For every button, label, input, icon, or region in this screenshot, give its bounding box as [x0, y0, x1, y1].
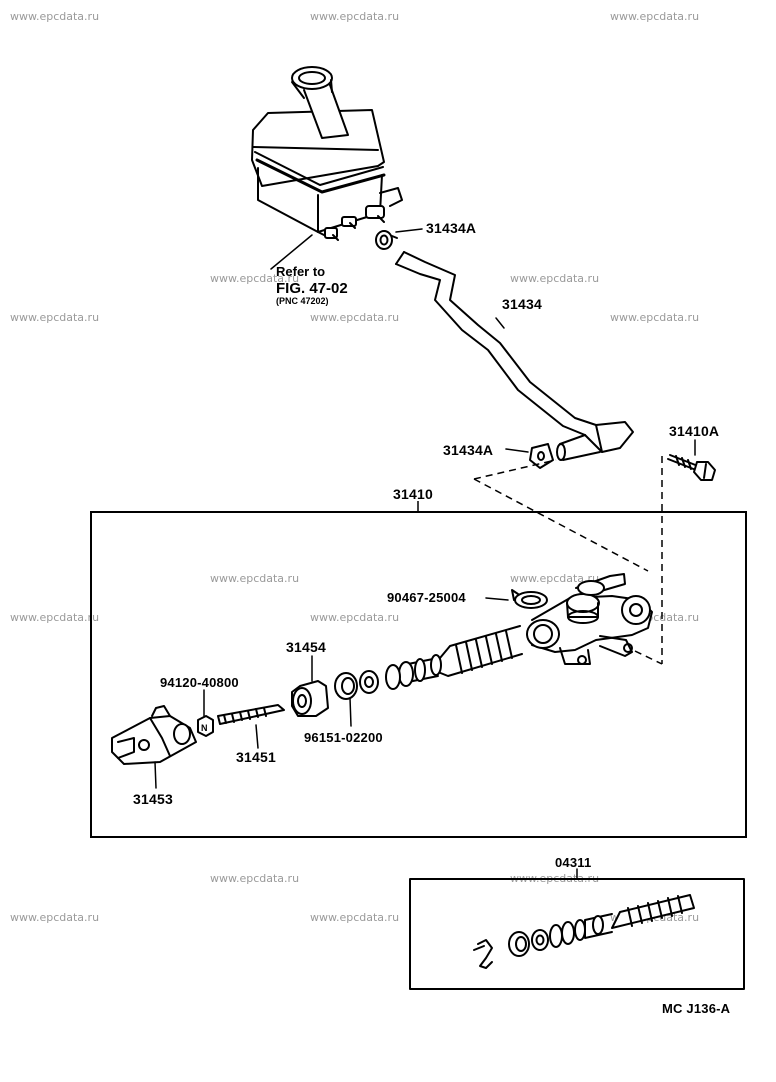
watermark: www.epcdata.ru: [210, 872, 300, 885]
reference-line2: FIG. 47-02: [276, 280, 348, 297]
push-rod: [217, 704, 285, 725]
part-label-96151-02200: 96151-02200: [304, 730, 383, 745]
union-bolt: [667, 454, 716, 481]
part-label-31453: 31453: [133, 791, 173, 807]
watermark: www.epcdata.ru: [210, 272, 300, 285]
part-label-04311: 04311: [555, 855, 592, 870]
part-label-31434A-lower: 31434A: [443, 442, 494, 458]
part-label-31454: 31454: [286, 639, 326, 655]
hose-clamp-inner: [511, 589, 548, 609]
reservoir-hose: [395, 251, 634, 461]
reservoir-fittings: [317, 205, 385, 241]
watermark: www.epcdata.ru: [10, 311, 100, 324]
part-label-31410A: 31410A: [669, 423, 720, 439]
watermark: www.epcdata.ru: [310, 611, 400, 624]
kit-washer: [531, 929, 549, 951]
part-label-31410: 31410: [393, 486, 433, 502]
hose-clamp-lower: [529, 443, 554, 469]
washer-a: [359, 670, 379, 694]
watermark: www.epcdata.ru: [510, 572, 600, 585]
clevis: [111, 705, 197, 765]
watermark: www.epcdata.ru: [210, 572, 300, 585]
lock-nut: [197, 715, 214, 737]
watermark: www.epcdata.ru: [510, 272, 600, 285]
boot: [291, 680, 329, 717]
hose-clamp-top: [375, 230, 398, 250]
reference-line3: (PNC 47202): [276, 296, 329, 306]
watermark: www.epcdata.ru: [310, 10, 400, 23]
figure-code: MC J136-A: [662, 1001, 731, 1016]
reference-line1: Refer to: [276, 264, 326, 279]
watermark: www.epcdata.ru: [310, 311, 400, 324]
master-cylinder-body: [526, 573, 653, 665]
watermark: www.epcdata.ru: [610, 311, 700, 324]
kit-piston: [549, 894, 695, 948]
watermark: www.epcdata.ru: [10, 911, 100, 924]
reservoir-neck: [291, 66, 349, 139]
part-label-31434A-top: 31434A: [426, 220, 477, 236]
dashed-guides: [473, 456, 663, 665]
svg-text:N: N: [201, 723, 208, 733]
reservoir-tank: [251, 109, 403, 233]
snap-ring: [334, 672, 358, 700]
part-label-31451: 31451: [236, 749, 276, 765]
piston-assembly: [385, 625, 523, 690]
watermark: www.epcdata.ru: [10, 10, 100, 23]
part-label-94120-40800: 94120-40800: [160, 675, 239, 690]
watermark: www.epcdata.ru: [10, 611, 100, 624]
kit-clip: [473, 939, 493, 969]
part-label-31434: 31434: [502, 296, 542, 312]
kit-snap-ring: [508, 931, 530, 957]
watermark: www.epcdata.ru: [610, 10, 700, 23]
watermark: www.epcdata.ru: [310, 911, 400, 924]
part-label-90467-25004: 90467-25004: [387, 590, 466, 605]
